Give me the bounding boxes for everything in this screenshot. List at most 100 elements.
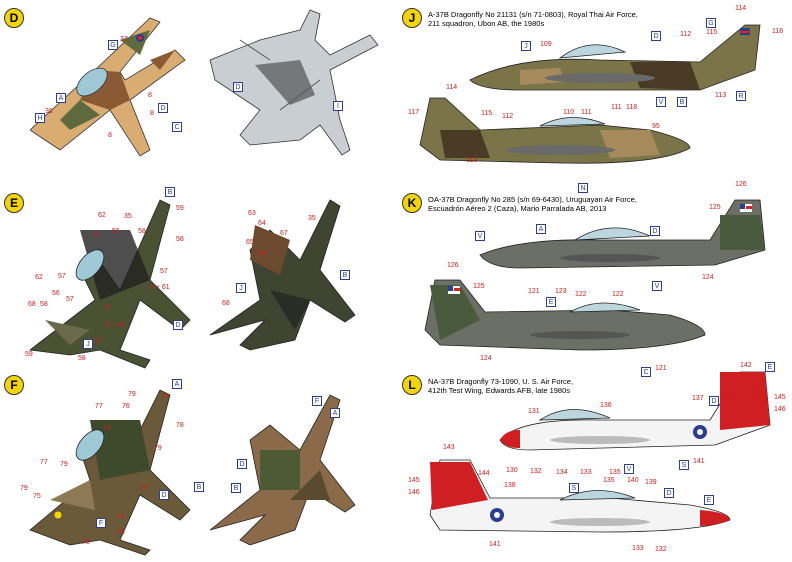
marking-callout-number: 135 bbox=[603, 477, 615, 484]
marking-callout-number: 57 bbox=[93, 232, 101, 239]
marking-callout-number: 125 bbox=[473, 283, 485, 290]
marking-callout-number: 57 bbox=[94, 338, 102, 345]
marking-callout-number: 56 bbox=[52, 290, 60, 297]
marking-callout-number: 141 bbox=[489, 541, 501, 548]
section-badge-j: J bbox=[402, 8, 422, 28]
marking-callout-number: 66 bbox=[258, 250, 266, 257]
marking-callout-number: 79 bbox=[103, 425, 111, 432]
marking-callout-number: 126 bbox=[735, 181, 747, 188]
stencil-callout-box: E bbox=[765, 362, 775, 372]
section-badge-l: L bbox=[402, 375, 422, 395]
caption-k-line: Escuadrón Aéreo 2 (Caza), Mario Parralad… bbox=[428, 204, 607, 213]
marking-callout-number: 146 bbox=[774, 406, 786, 413]
marking-callout-number: 145 bbox=[408, 477, 420, 484]
aircraft-e-top-view bbox=[28, 199, 191, 369]
caption-k-line: OA-37B Dragonfly No 285 (s/n 69-6430), U… bbox=[428, 195, 637, 204]
marking-callout-number: 68 bbox=[222, 300, 230, 307]
stencil-callout-box: A bbox=[330, 408, 340, 418]
aircraft-l-side-view-upper bbox=[499, 371, 771, 451]
stencil-callout-box: G bbox=[706, 18, 716, 28]
marking-callout-number: 123 bbox=[555, 288, 567, 295]
marking-callout-number: 58 bbox=[78, 355, 86, 362]
stencil-callout-box: F bbox=[96, 518, 106, 528]
marking-callout-number: 38 bbox=[45, 108, 53, 115]
marking-callout-number: 125 bbox=[709, 204, 721, 211]
stencil-callout-box: A bbox=[536, 224, 546, 234]
marking-callout-number: 115 bbox=[706, 29, 718, 36]
marking-callout-number: 57 bbox=[58, 273, 66, 280]
marking-callout-number: 133 bbox=[580, 469, 592, 476]
marking-callout-number: 8 bbox=[148, 92, 152, 99]
marking-callout-number: 132 bbox=[655, 546, 667, 553]
marking-callout-number: 112 bbox=[502, 113, 514, 120]
marking-callout-number: 64 bbox=[258, 220, 266, 227]
marking-callout-number: 8 bbox=[106, 304, 110, 311]
marking-callout-number: 141 bbox=[693, 458, 705, 465]
marking-callout-number: 121 bbox=[655, 365, 667, 372]
marking-callout-number: 63 bbox=[248, 210, 256, 217]
marking-callout-number: 114 bbox=[735, 5, 747, 12]
stencil-callout-box: J bbox=[521, 41, 531, 51]
stencil-callout-box: D bbox=[237, 459, 247, 469]
marking-callout-number: 59 bbox=[176, 205, 184, 212]
marking-callout-number: 58 bbox=[138, 228, 146, 235]
aircraft-j-side-view-lower bbox=[419, 97, 691, 164]
marking-callout-number: 132 bbox=[530, 468, 542, 475]
marking-callout-number: 68 bbox=[28, 301, 36, 308]
stencil-callout-box: D bbox=[664, 488, 674, 498]
caption-j: A-37B Dragonfly No 21131 (s/n 71-0803), … bbox=[428, 10, 638, 28]
section-badge-f: F bbox=[4, 375, 24, 395]
marking-callout-number: 79 bbox=[161, 393, 169, 400]
stencil-callout-box: J bbox=[83, 339, 93, 349]
stencil-callout-box: G bbox=[108, 40, 118, 50]
marking-callout-number: 67 bbox=[280, 230, 288, 237]
marking-callout-number: 8 bbox=[108, 132, 112, 139]
marking-callout-number: 8 + 61 bbox=[106, 322, 126, 329]
marking-callout-number: 126 bbox=[447, 262, 459, 269]
section-badge-e: E bbox=[4, 193, 24, 213]
marking-callout-number: 131 bbox=[528, 408, 540, 415]
marking-callout-number: 111 bbox=[611, 104, 622, 111]
marking-callout-number: 133 bbox=[632, 545, 644, 552]
marking-callout-number: 138 bbox=[504, 482, 516, 489]
marking-callout-number: 113 bbox=[715, 92, 727, 99]
stencil-callout-box: S bbox=[569, 483, 579, 493]
marking-callout-number: 56 bbox=[112, 228, 120, 235]
marking-callout-number: 8 + 61 bbox=[150, 284, 170, 291]
stencil-callout-box: D bbox=[709, 396, 719, 406]
aircraft-k-side-view-lower bbox=[424, 279, 706, 351]
marking-callout-number: 139 bbox=[645, 479, 657, 486]
stencil-callout-box: S bbox=[679, 460, 689, 470]
marking-callout-number: 77 bbox=[40, 459, 48, 466]
marking-callout-number: 79 bbox=[60, 461, 68, 468]
stencil-callout-box: A bbox=[56, 93, 66, 103]
marking-callout-number: 62 bbox=[98, 212, 106, 219]
marking-callout-number: 58 bbox=[40, 301, 48, 308]
marking-callout-number: 65 bbox=[246, 239, 254, 246]
marking-callout-number: 57 bbox=[66, 296, 74, 303]
marking-callout-number: 78 bbox=[176, 422, 184, 429]
aircraft-l-side-view-lower bbox=[429, 459, 731, 533]
marking-callout-number: 137 bbox=[692, 395, 704, 402]
stencil-callout-box: V bbox=[652, 281, 662, 291]
stencil-callout-box: B bbox=[677, 97, 687, 107]
stencil-callout-box: C bbox=[641, 367, 651, 377]
marking-callout-number: 79 bbox=[20, 485, 28, 492]
aircraft-f-bottom-view bbox=[209, 394, 356, 546]
marking-callout-number: 143 bbox=[443, 444, 455, 451]
stencil-callout-box: F bbox=[312, 396, 322, 406]
aircraft-f-top-view bbox=[29, 389, 191, 556]
marking-callout-number: 77 bbox=[95, 403, 103, 410]
marking-callout-number: 118 bbox=[626, 104, 638, 111]
aircraft-e-bottom-view bbox=[209, 199, 356, 351]
stencil-callout-box: I bbox=[333, 101, 343, 111]
marking-callout-number: 116 bbox=[772, 28, 784, 35]
marking-callout-number: 144 bbox=[478, 470, 490, 477]
marking-callout-number: 109 bbox=[540, 41, 552, 48]
stencil-callout-box: C bbox=[172, 122, 182, 132]
aircraft-d-bottom-view bbox=[209, 9, 379, 156]
marking-callout-number: 8 bbox=[150, 110, 154, 117]
stencil-callout-box: B bbox=[165, 187, 175, 197]
stencil-callout-box: D bbox=[158, 103, 168, 113]
